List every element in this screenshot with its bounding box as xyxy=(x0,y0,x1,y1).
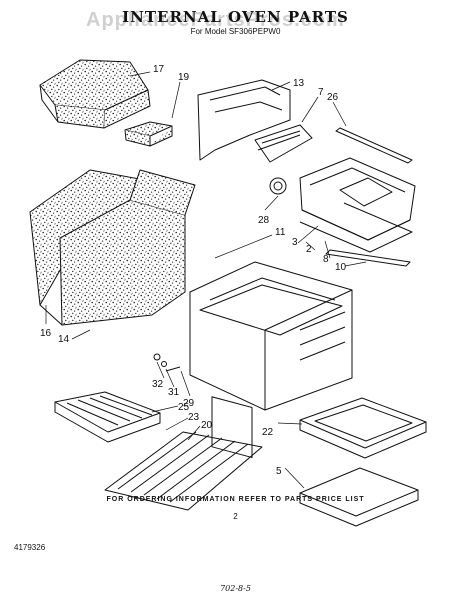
callout-numbers: 17 19 13 7 26 28 11 3 2 8 10 16 14 32 31… xyxy=(40,64,347,477)
part-32-31-29-hardware xyxy=(153,353,181,372)
callout: 3 xyxy=(292,237,298,248)
callout: 19 xyxy=(178,72,190,83)
part-3-burner-assembly xyxy=(299,157,416,241)
part-26-strip xyxy=(335,127,413,164)
callout: 13 xyxy=(293,78,305,89)
part-17-top-insulation xyxy=(39,59,151,129)
callout: 20 xyxy=(201,420,213,431)
callout: 5 xyxy=(276,466,282,477)
callout: 29 xyxy=(183,398,195,409)
callout: 32 xyxy=(152,379,164,390)
watermark: AppliancePartsPros.com xyxy=(86,9,345,31)
callout: 31 xyxy=(168,387,180,398)
callout: 7 xyxy=(318,87,324,98)
callout: 10 xyxy=(335,262,347,273)
part-25-broiler-pan xyxy=(54,391,161,443)
ordering-note: FOR ORDERING INFORMATION REFER TO PARTS … xyxy=(106,496,365,503)
part-5-bottom-tray xyxy=(299,467,419,527)
part-20-oven-rack xyxy=(104,431,263,511)
callout: 26 xyxy=(327,92,339,103)
callout: 22 xyxy=(262,427,274,438)
part-8-rail xyxy=(299,202,413,253)
part-2-oven-cavity xyxy=(189,261,353,459)
date-code: 702-8-5 xyxy=(220,584,251,593)
model-subtitle: For Model SF306PEPW0 xyxy=(190,27,281,36)
part-13-rear-panel xyxy=(197,79,291,161)
callout: 8 xyxy=(323,254,329,265)
callout: 14 xyxy=(58,334,70,345)
diagram-title: INTERNAL OVEN PARTS xyxy=(122,8,349,26)
callout: 28 xyxy=(258,215,270,226)
part-10-rail xyxy=(325,249,411,267)
callout: 25 xyxy=(178,402,190,413)
part-19-small-pad xyxy=(124,121,173,147)
callout: 11 xyxy=(275,227,286,238)
leader-lines xyxy=(45,71,367,489)
document-code: 4179326 xyxy=(14,543,46,552)
callout: 2 xyxy=(306,244,312,255)
callout: 23 xyxy=(188,412,200,423)
page-number: 2 xyxy=(233,512,238,521)
part-22-bottom-liner xyxy=(299,397,427,459)
callout: 17 xyxy=(153,64,165,75)
part-7-cover xyxy=(254,124,313,163)
callout: 16 xyxy=(40,328,52,339)
part-28-knob xyxy=(269,177,287,195)
part-14-wrap-insulation xyxy=(39,169,196,326)
